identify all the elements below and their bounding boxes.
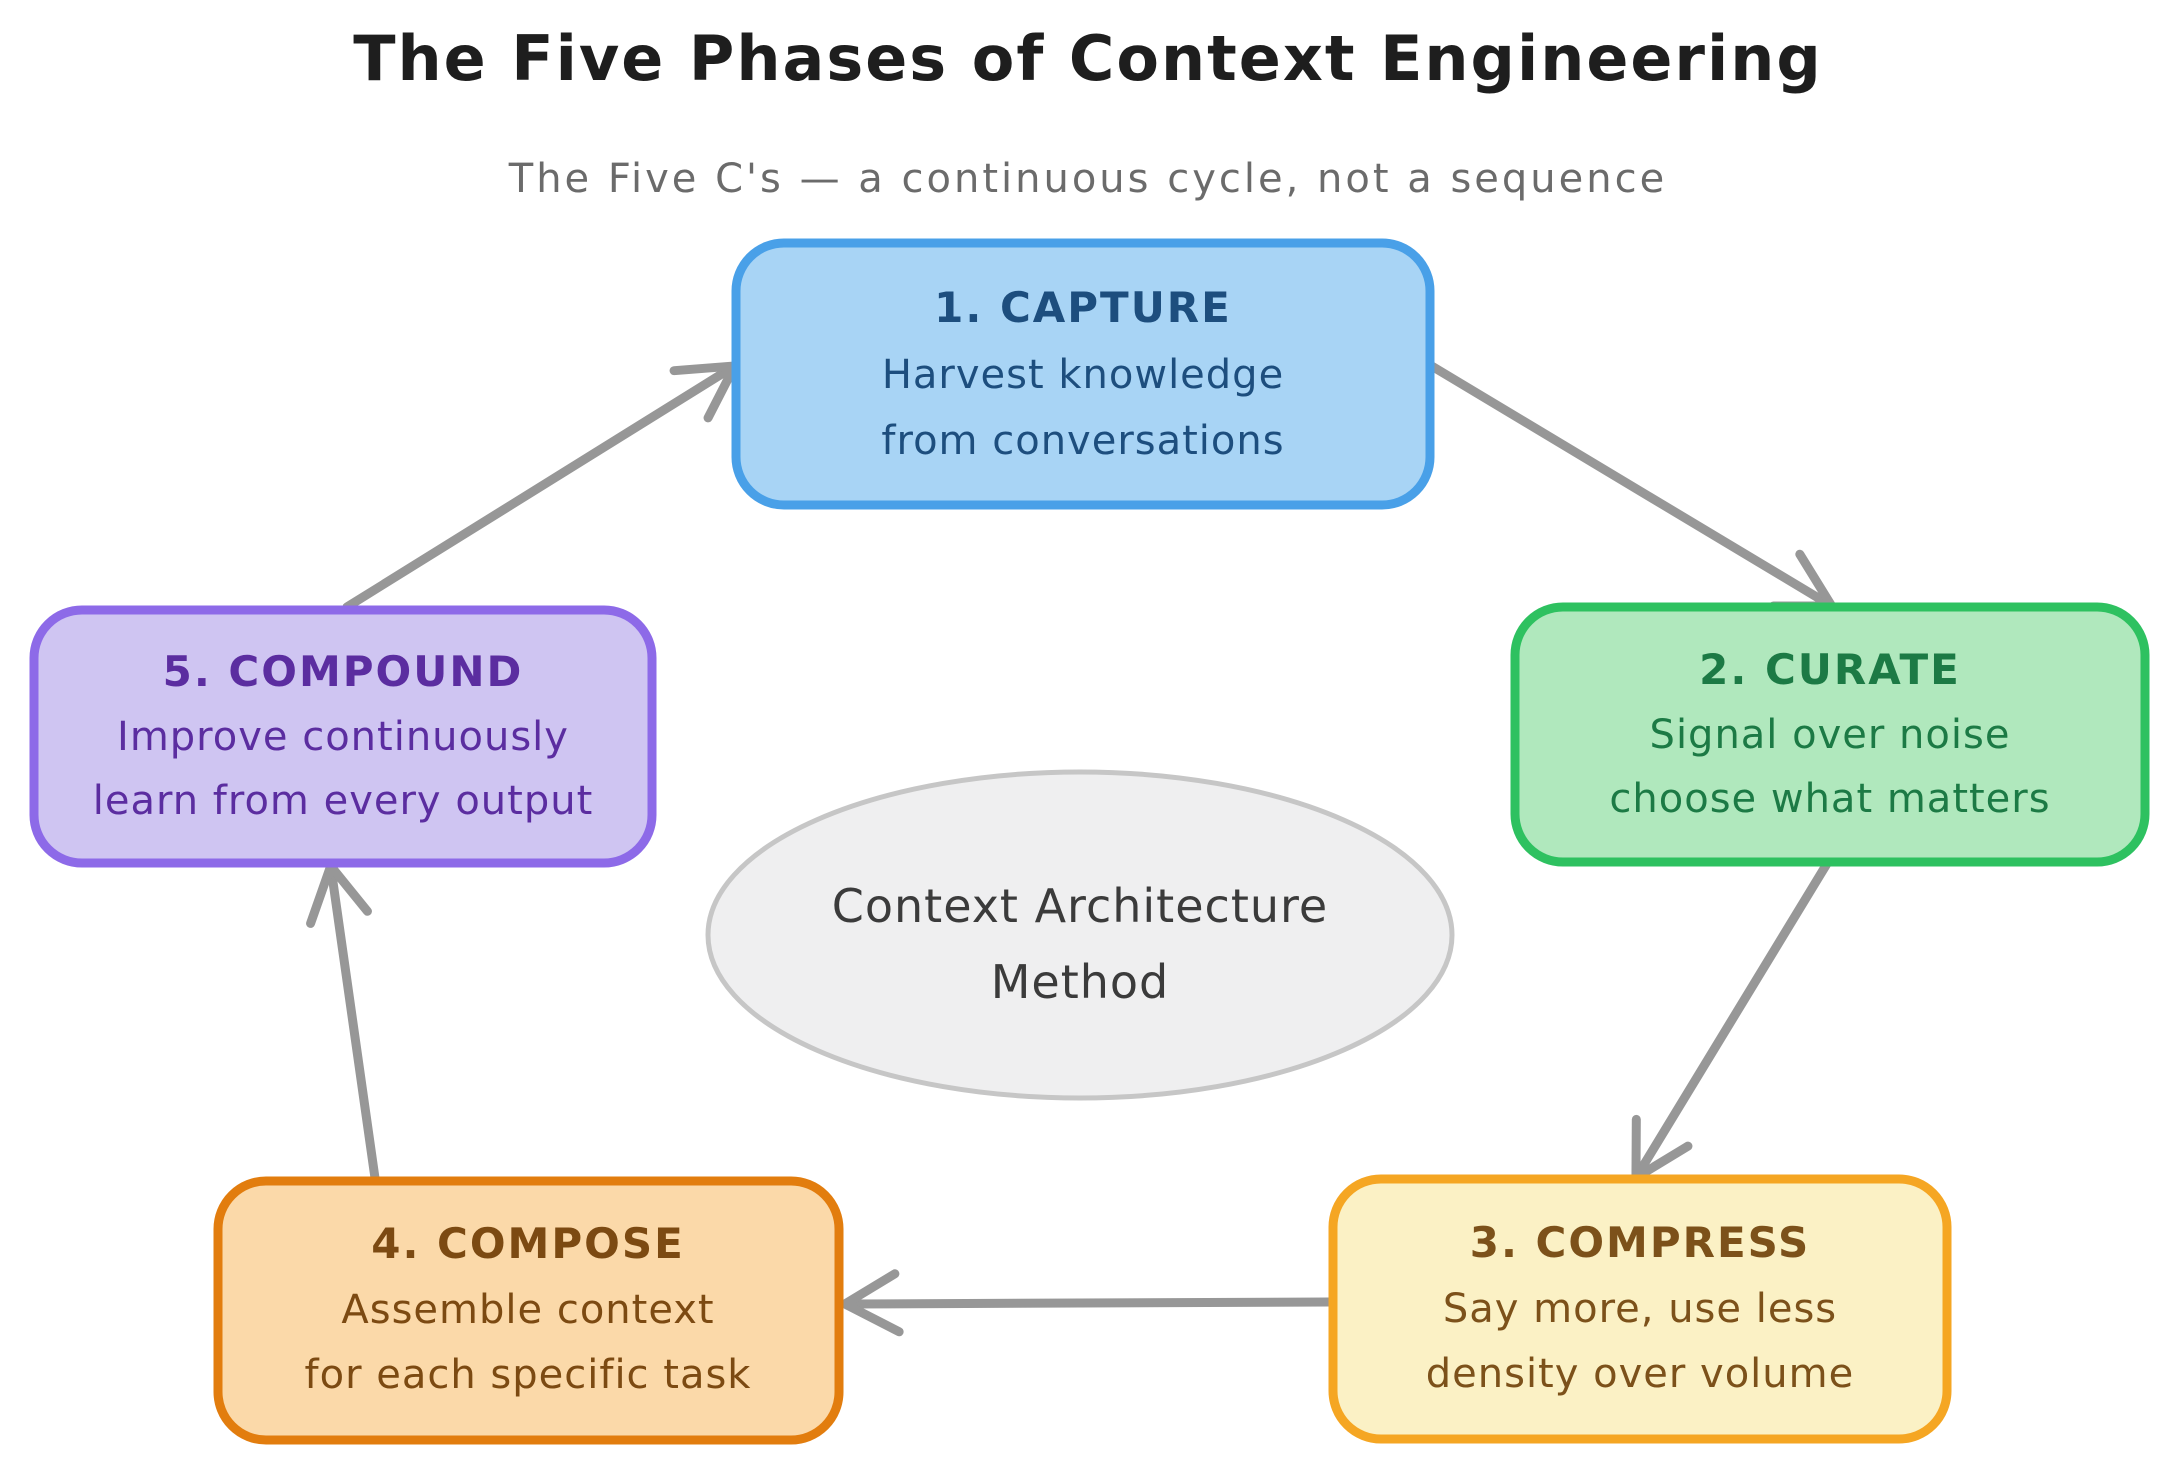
center-ellipse-line1: Context Architecture bbox=[832, 879, 1328, 933]
node-compose: 4. COMPOSE Assemble context for each spe… bbox=[213, 1176, 844, 1445]
node-compound: 5. COMPOUND Improve continuously learn f… bbox=[29, 605, 657, 868]
flow-arrows bbox=[306, 360, 1837, 1337]
diagram-subtitle: The Five C's — a continuous cycle, not a… bbox=[508, 156, 1667, 202]
node-compound-box bbox=[29, 605, 657, 868]
node-compress: 3. COMPRESS Say more, use less density o… bbox=[1328, 1174, 1952, 1444]
arrow-compound-to-capture bbox=[342, 361, 740, 612]
node-curate-desc2: choose what matters bbox=[1609, 776, 2050, 822]
node-curate-box bbox=[1510, 602, 2150, 867]
node-capture-box bbox=[731, 238, 1435, 510]
node-capture: 1. CAPTURE Harvest knowledge from conver… bbox=[731, 238, 1435, 510]
center-ellipse: Context Architecture Method bbox=[705, 769, 1455, 1101]
node-curate: 2. CURATE Signal over noise choose what … bbox=[1510, 602, 2150, 867]
node-compound-desc1: Improve continuously bbox=[117, 714, 569, 760]
center-ellipse-shape bbox=[705, 769, 1455, 1101]
node-compose-desc2: for each specific task bbox=[305, 1352, 752, 1398]
node-compose-desc1: Assemble context bbox=[341, 1287, 714, 1333]
node-compress-label: 3. COMPRESS bbox=[1470, 1218, 1811, 1267]
node-capture-desc2: from conversations bbox=[881, 418, 1284, 464]
node-compound-desc2: learn from every output bbox=[93, 778, 594, 824]
node-compress-box bbox=[1328, 1174, 1952, 1444]
arrow-curate-to-compress bbox=[1631, 857, 1833, 1183]
node-compose-label: 4. COMPOSE bbox=[371, 1219, 685, 1268]
arrow-capture-to-curate bbox=[1425, 360, 1837, 611]
node-capture-desc1: Harvest knowledge bbox=[882, 352, 1284, 398]
diagram-title: The Five Phases of Context Engineering bbox=[353, 22, 1823, 95]
center-ellipse-line2: Method bbox=[991, 955, 1170, 1009]
node-curate-label: 2. CURATE bbox=[1699, 645, 1961, 694]
arrow-compress-to-compose bbox=[840, 1269, 1335, 1337]
node-capture-label: 1. CAPTURE bbox=[934, 283, 1232, 332]
node-compose-box bbox=[213, 1176, 844, 1445]
arrow-compose-to-compound bbox=[306, 861, 380, 1183]
node-compress-desc1: Say more, use less bbox=[1443, 1286, 1837, 1332]
node-compound-label: 5. COMPOUND bbox=[163, 647, 524, 696]
node-curate-desc1: Signal over noise bbox=[1650, 712, 2011, 758]
node-compress-desc2: density over volume bbox=[1426, 1351, 1854, 1397]
